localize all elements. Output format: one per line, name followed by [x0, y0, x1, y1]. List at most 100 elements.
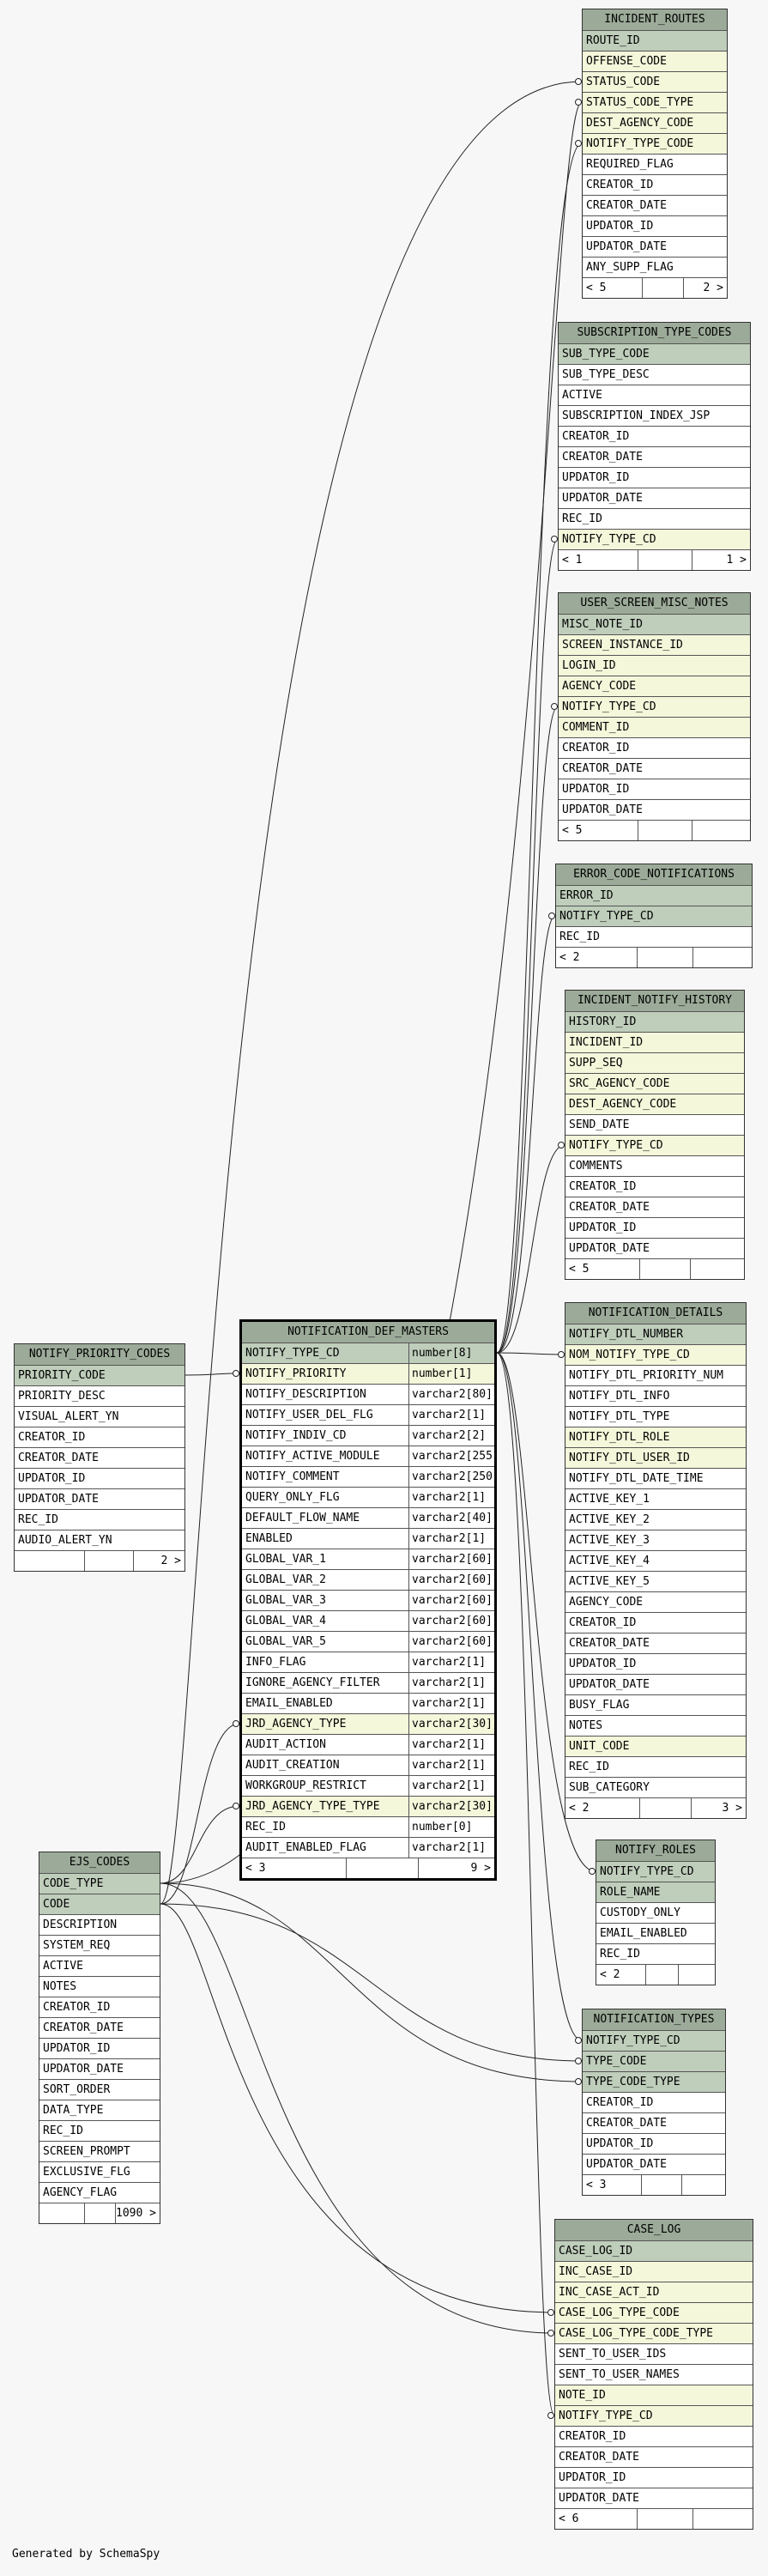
table-title[interactable]: INCIDENT_ROUTES	[583, 9, 727, 30]
table-column[interactable]: INCIDENT_ID	[565, 1032, 744, 1052]
table-column[interactable]: ERROR_ID	[556, 885, 752, 906]
table-column[interactable]: ACTIVE_KEY_4	[565, 1550, 746, 1571]
table-column[interactable]: INC_CASE_ACT_ID	[555, 2282, 753, 2302]
table-column[interactable]: UPDATOR_DATE	[583, 236, 727, 257]
table-title[interactable]: CASE_LOG	[555, 2220, 753, 2240]
table-column[interactable]: SRC_AGENCY_CODE	[565, 1073, 744, 1094]
table-column[interactable]: UPDATOR_ID	[559, 779, 750, 799]
table-column[interactable]: PRIORITY_DESC	[15, 1385, 184, 1406]
table-column[interactable]: CREATOR_DATE	[565, 1633, 746, 1653]
table-column[interactable]: CREATOR_ID	[565, 1176, 744, 1197]
table-column[interactable]: COMMENT_ID	[559, 717, 750, 737]
table-column[interactable]: UPDATOR_ID	[15, 1468, 184, 1488]
table-column[interactable]: REC_ID	[565, 1756, 746, 1777]
table-title[interactable]: NOTIFY_ROLES	[596, 1840, 715, 1861]
table-column[interactable]: REC_ID	[39, 2120, 160, 2141]
table-column[interactable]: AUDIO_ALERT_YN	[15, 1530, 184, 1550]
table-column[interactable]: CREATOR_ID	[15, 1427, 184, 1447]
table-column[interactable]: CREATOR_ID	[583, 2092, 725, 2112]
table-column[interactable]: NOM_NOTIFY_TYPE_CD	[565, 1344, 746, 1365]
table-column[interactable]: DEST_AGENCY_CODE	[565, 1094, 744, 1114]
table-column[interactable]: SENT_TO_USER_IDS	[555, 2343, 753, 2364]
table-column[interactable]: CODE_TYPE	[39, 1873, 160, 1894]
table-column[interactable]: EMAIL_ENABLED	[596, 1923, 715, 1943]
table-column[interactable]: CREATOR_DATE	[559, 446, 750, 467]
table-column[interactable]: UPDATOR_ID	[559, 467, 750, 488]
table-column[interactable]: HISTORY_ID	[565, 1011, 744, 1032]
table-column[interactable]: UPDATOR_DATE	[559, 488, 750, 508]
table-title[interactable]: NOTIFICATION_TYPES	[583, 2009, 725, 2030]
table-column[interactable]: CREATOR_DATE	[15, 1447, 184, 1468]
table-column[interactable]: BUSY_FLAG	[565, 1694, 746, 1715]
table-column[interactable]: ROLE_NAME	[596, 1882, 715, 1902]
table-title[interactable]: ERROR_CODE_NOTIFICATIONS	[556, 864, 752, 885]
table-column[interactable]: NOTIFY_DTL_INFO	[565, 1385, 746, 1406]
table-column[interactable]: CREATOR_ID	[559, 426, 750, 446]
table-column[interactable]: SENT_TO_USER_NAMES	[555, 2364, 753, 2385]
table-column[interactable]: TYPE_CODE	[583, 2051, 725, 2071]
table-column[interactable]: NOTIFY_DTL_PRIORITY_NUM	[565, 1365, 746, 1385]
table-column[interactable]: CREATOR_ID	[555, 2426, 753, 2446]
table-column[interactable]: MISC_NOTE_ID	[559, 614, 750, 634]
table-column[interactable]: NOTIFY_DTL_NUMBER	[565, 1324, 746, 1344]
table-column[interactable]: UPDATOR_DATE	[565, 1238, 744, 1258]
table-column[interactable]: SUB_CATEGORY	[565, 1777, 746, 1797]
table-column[interactable]: ANY_SUPP_FLAG	[583, 257, 727, 277]
table-column[interactable]: UPDATOR_ID	[565, 1217, 744, 1238]
table-title[interactable]: INCIDENT_NOTIFY_HISTORY	[565, 991, 744, 1011]
table-column[interactable]: COMMENTS	[565, 1155, 744, 1176]
table-title[interactable]: NOTIFICATION_DETAILS	[565, 1303, 746, 1324]
table-column[interactable]: SCREEN_PROMPT	[39, 2141, 160, 2161]
table-column[interactable]: NOTIFY_DTL_USER_ID	[565, 1447, 746, 1468]
table-column[interactable]: DESCRIPTION	[39, 1914, 160, 1935]
table-column[interactable]: ACTIVE_KEY_1	[565, 1488, 746, 1509]
table-column[interactable]: CREATOR_ID	[39, 1997, 160, 2017]
table-column[interactable]: DEST_AGENCY_CODE	[583, 112, 727, 133]
table-column[interactable]: CREATOR_ID	[559, 737, 750, 758]
table-column[interactable]: SUPP_SEQ	[565, 1052, 744, 1073]
table-column[interactable]: CASE_LOG_TYPE_CODE	[555, 2302, 753, 2323]
table-column[interactable]: NOTIFY_TYPE_CD	[556, 906, 752, 926]
table-column[interactable]: REC_ID	[556, 926, 752, 947]
table-column[interactable]: CUSTODY_ONLY	[596, 1902, 715, 1923]
table-column[interactable]: NOTIFY_TYPE_CD	[583, 2030, 725, 2051]
table-column[interactable]: NOTE_ID	[555, 2385, 753, 2405]
table-column[interactable]: ACTIVE	[39, 1955, 160, 1976]
table-column[interactable]: SUB_TYPE_DESC	[559, 364, 750, 385]
table-column[interactable]: NOTIFY_TYPE_CD	[596, 1861, 715, 1882]
table-column[interactable]: REC_ID	[596, 1943, 715, 1964]
table-column[interactable]: SYSTEM_REQ	[39, 1935, 160, 1955]
table-column[interactable]: AGENCY_FLAG	[39, 2182, 160, 2203]
table-column[interactable]: NOTIFY_DTL_TYPE	[565, 1406, 746, 1427]
table-column[interactable]: ACTIVE_KEY_5	[565, 1571, 746, 1591]
table-column[interactable]: NOTIFY_TYPE_CD	[565, 1135, 744, 1155]
table-title[interactable]: EJS_CODES	[39, 1852, 160, 1873]
table-column[interactable]: UNIT_CODE	[565, 1736, 746, 1756]
table-column[interactable]: CODE	[39, 1894, 160, 1914]
table-column[interactable]: STATUS_CODE_TYPE	[583, 92, 727, 112]
table-column[interactable]: UPDATOR_ID	[583, 215, 727, 236]
